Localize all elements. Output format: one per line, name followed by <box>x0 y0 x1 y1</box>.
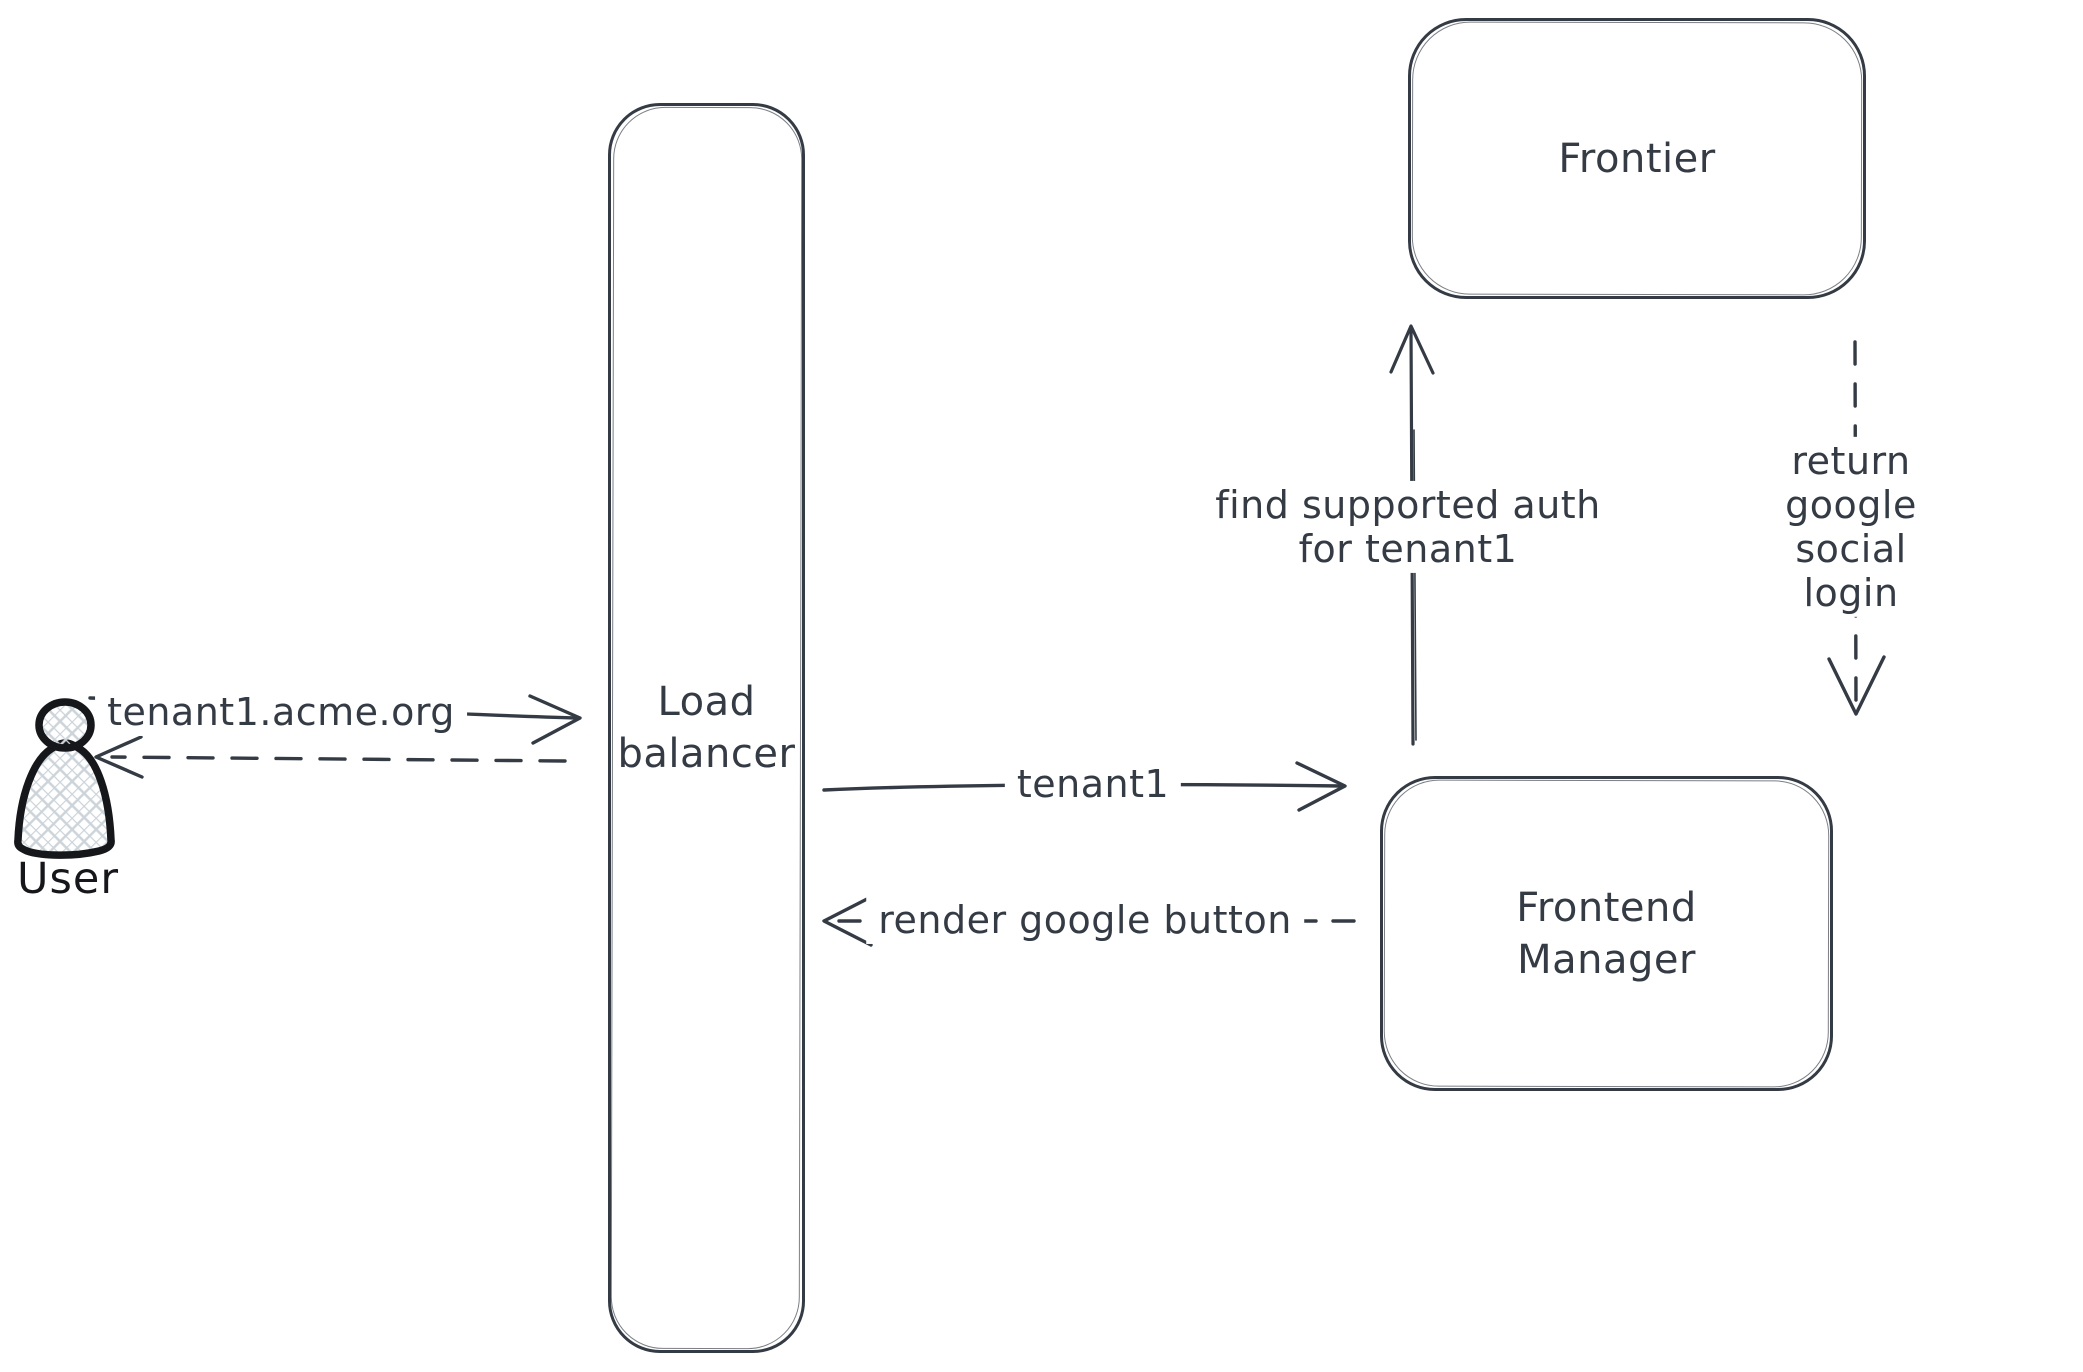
arrow-loadbalancer-to-user <box>94 735 567 779</box>
arrow-user-to-loadbalancer-head <box>528 694 582 745</box>
user-icon-head <box>35 698 95 752</box>
node-frontend-manager-label: Frontend Manager <box>1516 884 1697 983</box>
arrow-frontier-to-frontendmanager-head <box>1827 655 1886 716</box>
arrow-frontendmanager-to-frontier-head <box>1389 324 1435 375</box>
node-frontier: Frontier <box>1408 18 1866 299</box>
message-render-google-button: render google button <box>866 895 1304 945</box>
message-tenant1: tenant1 <box>1004 759 1182 809</box>
node-frontend-manager: Frontend Manager <box>1380 776 1833 1091</box>
arrow-frontendmanager-to-loadbalancer-head <box>822 896 873 947</box>
node-frontier-label: Frontier <box>1558 135 1716 182</box>
node-load-balancer: Load balancer <box>608 103 805 1353</box>
user-icon-body <box>14 739 115 859</box>
message-tenant-domain: tenant1.acme.org <box>95 687 467 737</box>
arrow-loadbalancer-to-user-head <box>94 735 144 779</box>
user-actor-label: User <box>16 854 120 904</box>
user-icon <box>14 698 115 859</box>
node-load-balancer-label: Load balancer <box>617 679 796 777</box>
message-return-google-social-login: return google social login <box>1735 436 1967 618</box>
message-find-supported-auth: find supported auth for tenant1 <box>1203 480 1613 574</box>
arrow-loadbalancer-to-user-shaft <box>110 755 567 763</box>
arrow-frontendmanager-to-frontier-shaft2 <box>1413 429 1417 741</box>
arrow-loadbalancer-to-frontendmanager-head <box>1295 761 1347 812</box>
